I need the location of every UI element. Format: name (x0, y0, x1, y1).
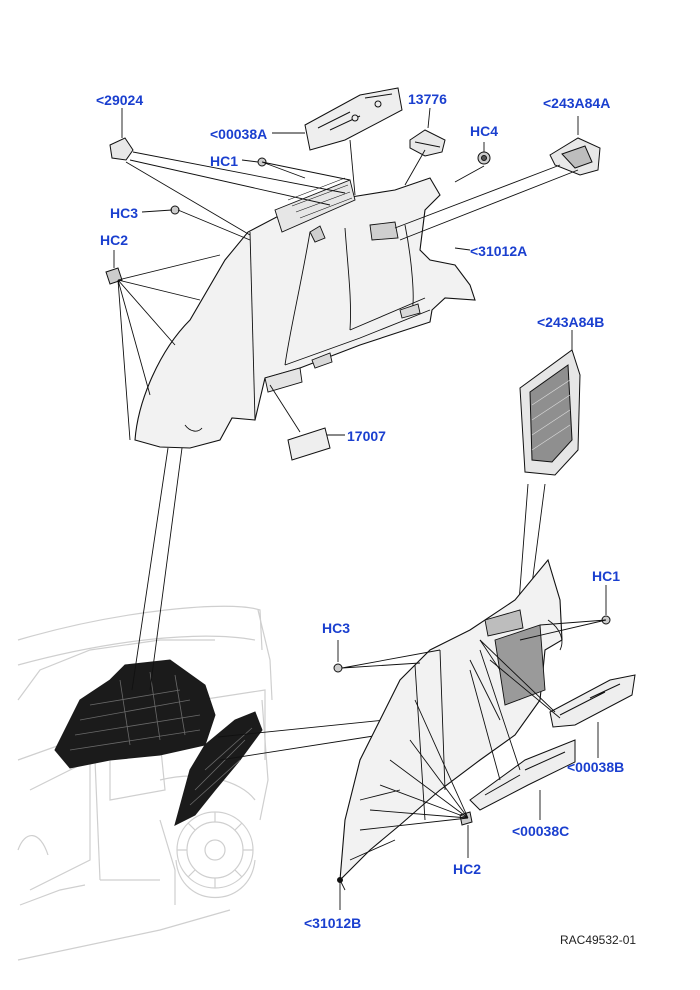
part-17007 (287, 427, 331, 461)
bracket-00038b (549, 674, 636, 728)
installed-left-trim-texture (69, 671, 201, 751)
vehicle-outline (17, 605, 273, 961)
label-31012a: <31012A (470, 243, 528, 259)
installed-right-trim-texture (189, 727, 253, 806)
upper-leader-lines (117, 139, 579, 441)
label-hc2-bottom: HC2 (453, 861, 482, 877)
bracket-00038c (469, 739, 576, 811)
installed-left-trim (54, 659, 216, 769)
label-00038b: <00038B (567, 759, 625, 775)
lower-quarter-panel-detail (339, 609, 563, 891)
installed-right-trim (174, 711, 263, 826)
label-29024: <29024 (96, 92, 144, 108)
grille-243a84b (519, 349, 581, 476)
label-17007: 17007 (347, 428, 386, 444)
label-243a84b: <243A84B (537, 314, 605, 330)
part-29024 (109, 137, 134, 161)
label-00038a: <00038A (210, 126, 268, 142)
upper-quarter-panel-detail (184, 177, 431, 432)
lower-leader-lines (339, 619, 607, 910)
label-00038c: <00038C (512, 823, 570, 839)
label-hc2-top: HC2 (100, 232, 129, 248)
label-31012b: <31012B (304, 915, 362, 931)
drawing-reference: RAC49532-01 (560, 933, 637, 947)
callout-ticks (113, 107, 607, 662)
label-hc1-bottom: HC1 (592, 568, 621, 584)
part-13776 (409, 129, 446, 157)
label-243a84a: <243A84A (543, 95, 611, 111)
bracket-00038a (304, 87, 403, 151)
label-13776: 13776 (408, 91, 447, 107)
vent-243a84a (549, 137, 601, 176)
clip-hc4 (477, 151, 491, 165)
label-hc3-bottom: HC3 (322, 620, 351, 636)
label-hc1-top: HC1 (210, 153, 239, 169)
label-hc4: HC4 (470, 123, 499, 139)
label-hc3-top: HC3 (110, 205, 139, 221)
